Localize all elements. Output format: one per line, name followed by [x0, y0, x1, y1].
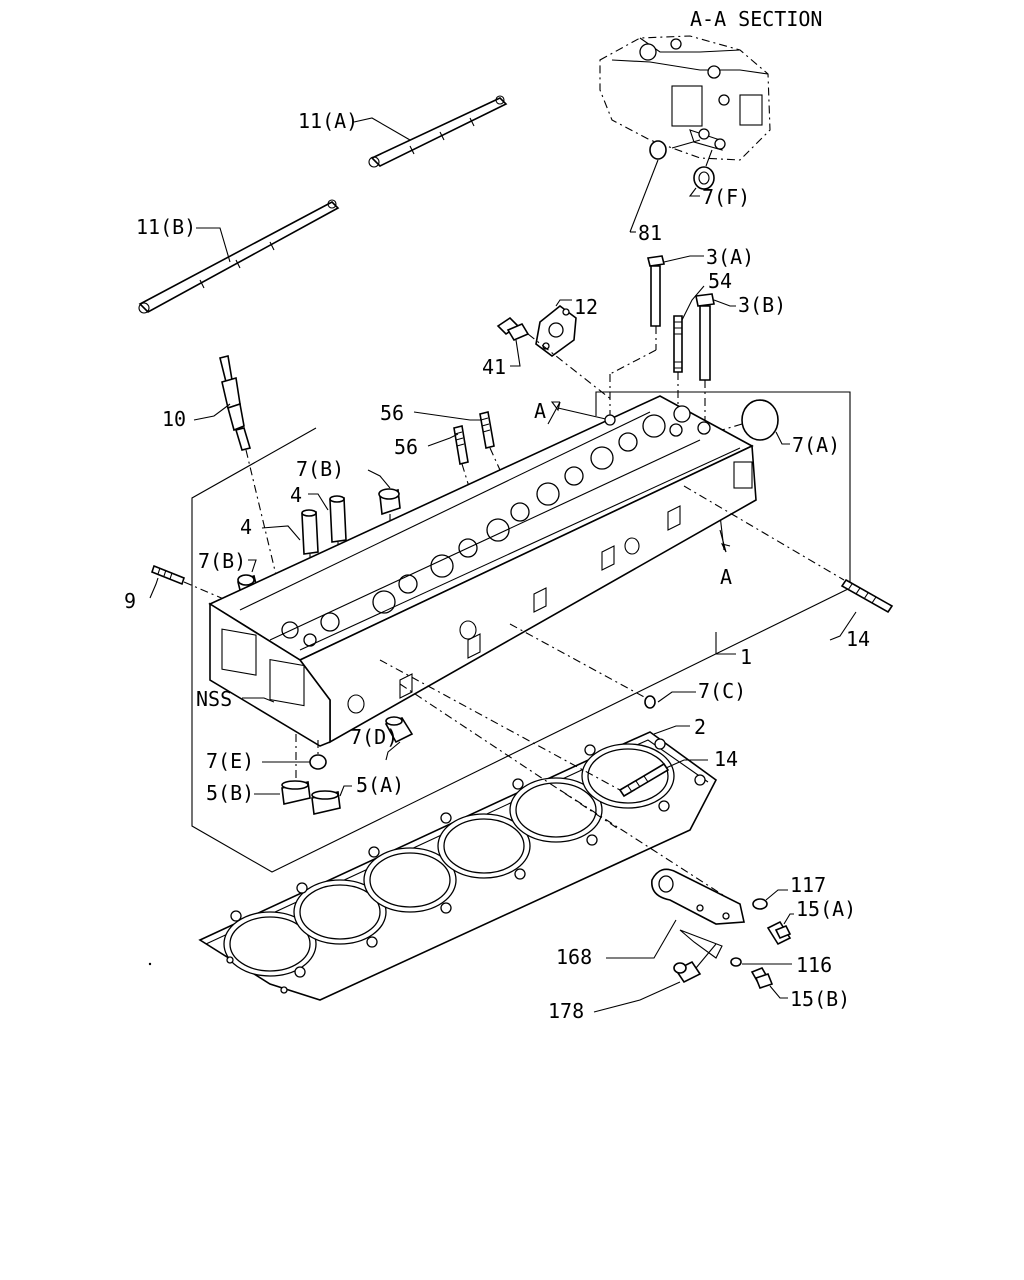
- label-14-middle: 14: [714, 747, 738, 771]
- label-56-lower: 56: [394, 435, 418, 459]
- label-117: 117: [790, 873, 826, 897]
- washer-116: [730, 957, 742, 967]
- label-15b: 15(B): [790, 987, 850, 1011]
- lifting-bracket-168: [651, 868, 745, 959]
- plug-7c: [644, 695, 656, 709]
- label-168: 168: [556, 945, 592, 969]
- label-5b: 5(B): [206, 781, 254, 805]
- label-7b-upper: 7(B): [296, 457, 344, 481]
- label-7d: 7(D): [350, 725, 398, 749]
- label-7e: 7(E): [206, 749, 254, 773]
- label-7b-lower: 7(B): [198, 549, 246, 573]
- label-81: 81: [638, 221, 662, 245]
- label-14-right: 14: [846, 627, 870, 651]
- stud-14-right: [840, 578, 894, 614]
- sleeve-5b: [281, 780, 311, 805]
- label-3a: 3(A): [706, 245, 754, 269]
- plug-7d: [384, 716, 414, 744]
- label-41: 41: [482, 355, 506, 379]
- label-178: 178: [548, 999, 584, 1023]
- label-11a: 11(A): [298, 109, 358, 133]
- label-54: 54: [708, 269, 732, 293]
- label-116: 116: [796, 953, 832, 977]
- label-15a: 15(A): [796, 897, 856, 921]
- label-7c: 7(C): [698, 679, 746, 703]
- plug-7f: [693, 166, 715, 190]
- label-5a: 5(A): [356, 773, 404, 797]
- plug-7e: [309, 754, 327, 770]
- label-7f: 7(F): [702, 185, 750, 209]
- plug-7a: [741, 399, 779, 441]
- dowel-4-left: [301, 509, 319, 555]
- bolt-15a: [766, 920, 792, 946]
- label-section-a-bottom: A: [720, 565, 732, 589]
- stud-54: [673, 315, 683, 373]
- head-gasket-2: [198, 731, 718, 1001]
- washer-117: [752, 898, 768, 910]
- plug-81: [649, 140, 667, 160]
- bolt-15b: [750, 966, 774, 989]
- bolt-3a: [647, 255, 665, 327]
- group-bracket-1: [191, 391, 851, 873]
- section-title: A-A SECTION: [690, 7, 822, 31]
- section-a-a-view: [599, 35, 771, 161]
- sleeve-5a: [311, 790, 341, 815]
- gasket-bolt-holes: [226, 738, 706, 994]
- label-11b: 11(B): [136, 215, 196, 239]
- clip-11b: [138, 199, 340, 314]
- label-12: 12: [574, 295, 598, 319]
- stud-14-middle: [618, 762, 670, 798]
- cylinder-head-1: [208, 395, 757, 747]
- label-9: 9: [124, 589, 136, 613]
- stud-56-lower: [453, 425, 469, 465]
- label-1: 1: [740, 645, 752, 669]
- label-56-upper: 56: [380, 401, 404, 425]
- label-3b: 3(B): [738, 293, 786, 317]
- label-4-left: 4: [240, 515, 252, 539]
- label-7a: 7(A): [792, 433, 840, 457]
- scan-dot: [148, 962, 152, 966]
- plate-12: [535, 304, 577, 357]
- clip-11a: [368, 95, 508, 168]
- bolt-3b: [695, 293, 715, 381]
- stud-9: [151, 564, 185, 586]
- label-nss: NSS: [196, 687, 232, 711]
- sensor-178: [673, 943, 717, 984]
- label-section-a-top: A: [534, 399, 546, 423]
- label-2: 2: [694, 715, 706, 739]
- label-4-right: 4: [290, 483, 302, 507]
- dowel-4-right: [329, 495, 347, 543]
- label-10: 10: [162, 407, 186, 431]
- stud-56-upper: [479, 411, 495, 449]
- glow-plug-10: [219, 355, 252, 451]
- fitting-41: [496, 316, 530, 342]
- plug-7b-upper: [378, 488, 401, 516]
